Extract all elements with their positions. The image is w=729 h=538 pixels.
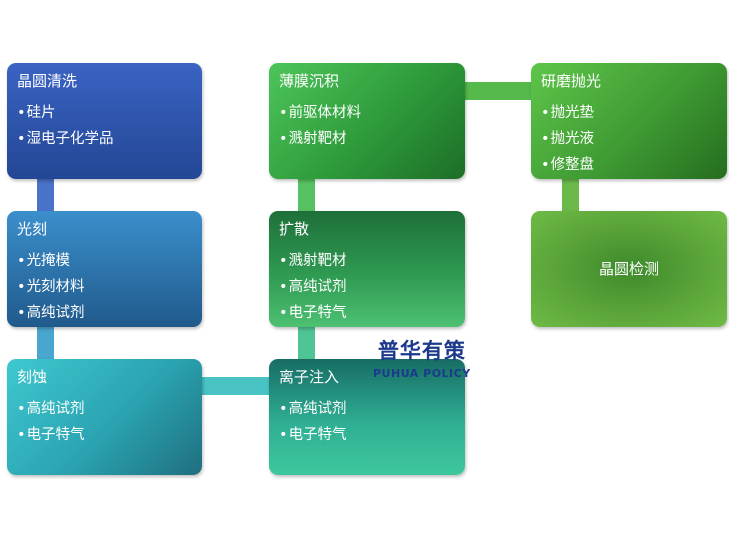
step-etching: 刻蚀 高纯试剂 电子特气 xyxy=(7,359,202,475)
material-item: 湿电子化学品 xyxy=(17,126,192,152)
step-title: 刻蚀 xyxy=(17,368,48,386)
material-item: 溅射靶材 xyxy=(279,126,455,152)
material-item: 硅片 xyxy=(17,100,192,126)
step-thin-film-deposition: 薄膜沉积 前驱体材料 溅射靶材 xyxy=(269,63,465,179)
material-item: 光掩模 xyxy=(17,248,192,274)
step-title: 光刻 xyxy=(17,220,48,238)
connector-diffusion-thin-film xyxy=(298,179,315,211)
watermark-en: PUHUA POLICY xyxy=(373,367,471,380)
step-wafer-cleaning: 晶圆清洗 硅片 湿电子化学品 xyxy=(7,63,202,179)
step-ion-implantation: 离子注入 高纯试剂 电子特气 xyxy=(269,359,465,475)
material-item: 高纯试剂 xyxy=(279,396,455,422)
material-item: 高纯试剂 xyxy=(279,274,455,300)
step-title: 薄膜沉积 xyxy=(279,72,340,90)
connector-thin-film-cmp xyxy=(465,82,531,100)
connector-etching-ion-implantation xyxy=(202,377,269,395)
material-item: 光刻材料 xyxy=(17,274,192,300)
material-item: 抛光液 xyxy=(541,126,717,152)
material-item: 高纯试剂 xyxy=(17,396,192,422)
connector-lithography-etching xyxy=(37,327,54,359)
step-wafer-inspection: 晶圆检测 xyxy=(531,211,727,327)
connector-cmp-inspection xyxy=(562,179,579,211)
material-item: 溅射靶材 xyxy=(279,248,455,274)
material-item: 抛光垫 xyxy=(541,100,717,126)
connector-cleaning-lithography xyxy=(37,179,54,211)
material-item: 前驱体材料 xyxy=(279,100,455,126)
step-cmp: 研磨抛光 抛光垫 抛光液 修整盘 xyxy=(531,63,727,179)
watermark-logo: 普华有策 PUHUA POLICY xyxy=(373,339,471,381)
material-item: 电子特气 xyxy=(279,300,455,326)
step-diffusion: 扩散 溅射靶材 高纯试剂 电子特气 xyxy=(269,211,465,327)
watermark-cn: 普华有策 xyxy=(377,339,466,363)
material-item: 修整盘 xyxy=(541,152,717,178)
step-lithography: 光刻 光掩模 光刻材料 高纯试剂 xyxy=(7,211,202,327)
step-title: 研磨抛光 xyxy=(541,72,602,90)
connector-ion-implantation-diffusion xyxy=(298,327,315,359)
step-title: 离子注入 xyxy=(279,368,340,386)
step-title: 晶圆检测 xyxy=(598,260,659,278)
step-title: 扩散 xyxy=(279,220,310,238)
material-item: 高纯试剂 xyxy=(17,300,192,326)
material-item: 电子特气 xyxy=(17,422,192,448)
step-title: 晶圆清洗 xyxy=(17,72,78,90)
material-item: 电子特气 xyxy=(279,422,455,448)
